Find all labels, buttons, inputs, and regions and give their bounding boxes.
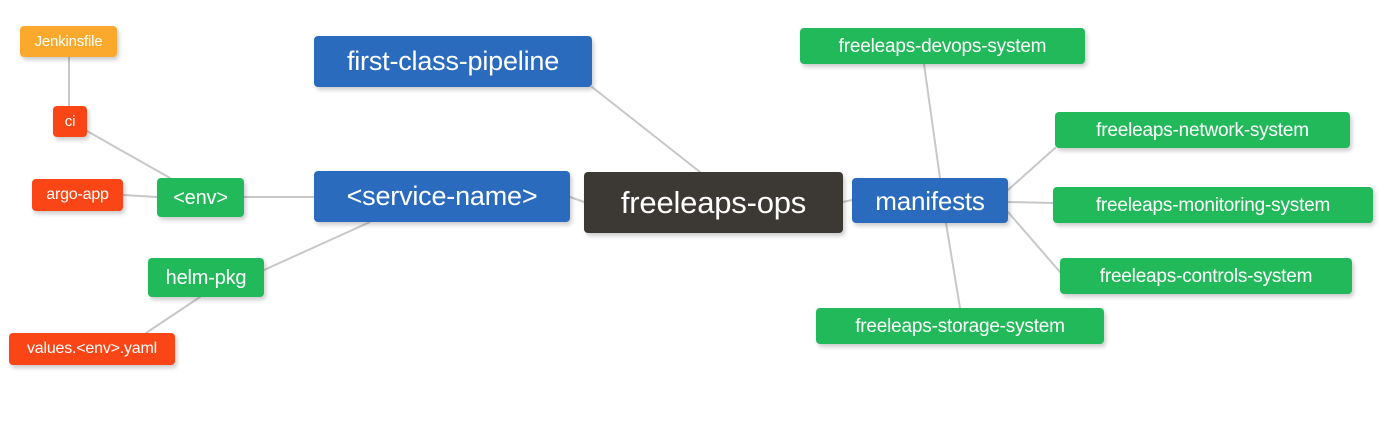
edge-freeleaps-ops-to-service-name xyxy=(569,196,585,203)
node-freeleaps-network-system[interactable]: freeleaps-network-system xyxy=(1055,112,1350,148)
node-jenkinsfile[interactable]: Jenkinsfile xyxy=(20,26,117,57)
node-argo-app[interactable]: argo-app xyxy=(32,179,123,211)
node-service-name[interactable]: <service-name> xyxy=(314,171,570,222)
node-label-ci: ci xyxy=(64,113,76,130)
edge-manifests-to-freeleaps-network-system xyxy=(1007,147,1056,191)
node-values-yaml[interactable]: values.<env>.yaml xyxy=(9,333,175,365)
edge-env-to-argo-app xyxy=(122,194,158,198)
node-env[interactable]: <env> xyxy=(157,178,244,217)
edge-service-name-to-helm-pkg xyxy=(263,221,371,271)
node-freeleaps-ops[interactable]: freeleaps-ops xyxy=(584,172,843,233)
node-freeleaps-monitoring-system[interactable]: freeleaps-monitoring-system xyxy=(1053,187,1373,223)
node-label-first-class-pipeline: first-class-pipeline xyxy=(346,46,560,76)
node-freeleaps-devops-system[interactable]: freeleaps-devops-system xyxy=(800,28,1085,64)
edge-manifests-to-freeleaps-monitoring-system xyxy=(1007,201,1054,204)
node-label-values-yaml: values.<env>.yaml xyxy=(26,340,157,357)
node-label-freeleaps-devops-system: freeleaps-devops-system xyxy=(838,35,1047,57)
node-label-service-name: <service-name> xyxy=(346,181,538,211)
edge-env-to-ci xyxy=(86,130,171,179)
node-label-freeleaps-network-system: freeleaps-network-system xyxy=(1096,119,1309,141)
node-label-freeleaps-monitoring-system: freeleaps-monitoring-system xyxy=(1095,194,1331,216)
node-label-freeleaps-controls-system: freeleaps-controls-system xyxy=(1099,265,1313,287)
edge-manifests-to-freeleaps-controls-system xyxy=(1007,211,1061,273)
node-helm-pkg[interactable]: helm-pkg xyxy=(148,258,264,297)
node-first-class-pipeline[interactable]: first-class-pipeline xyxy=(314,36,592,87)
edge-freeleaps-ops-to-first-class-pipeline xyxy=(591,86,701,173)
node-label-argo-app: argo-app xyxy=(46,186,109,203)
edge-freeleaps-ops-to-manifests xyxy=(842,199,853,203)
edge-manifests-to-freeleaps-devops-system xyxy=(923,63,941,179)
node-manifests[interactable]: manifests xyxy=(852,178,1008,223)
edge-manifests-to-freeleaps-storage-system xyxy=(945,222,961,309)
node-ci[interactable]: ci xyxy=(53,106,87,137)
node-freeleaps-controls-system[interactable]: freeleaps-controls-system xyxy=(1060,258,1352,294)
node-label-freeleaps-ops: freeleaps-ops xyxy=(620,185,807,220)
node-label-jenkinsfile: Jenkinsfile xyxy=(34,33,103,50)
node-label-manifests: manifests xyxy=(875,185,985,216)
edge-helm-pkg-to-values-yaml xyxy=(145,296,201,334)
node-label-helm-pkg: helm-pkg xyxy=(165,266,247,289)
node-label-env: <env> xyxy=(173,186,228,209)
node-freeleaps-storage-system[interactable]: freeleaps-storage-system xyxy=(816,308,1104,344)
node-label-freeleaps-storage-system: freeleaps-storage-system xyxy=(855,315,1065,337)
